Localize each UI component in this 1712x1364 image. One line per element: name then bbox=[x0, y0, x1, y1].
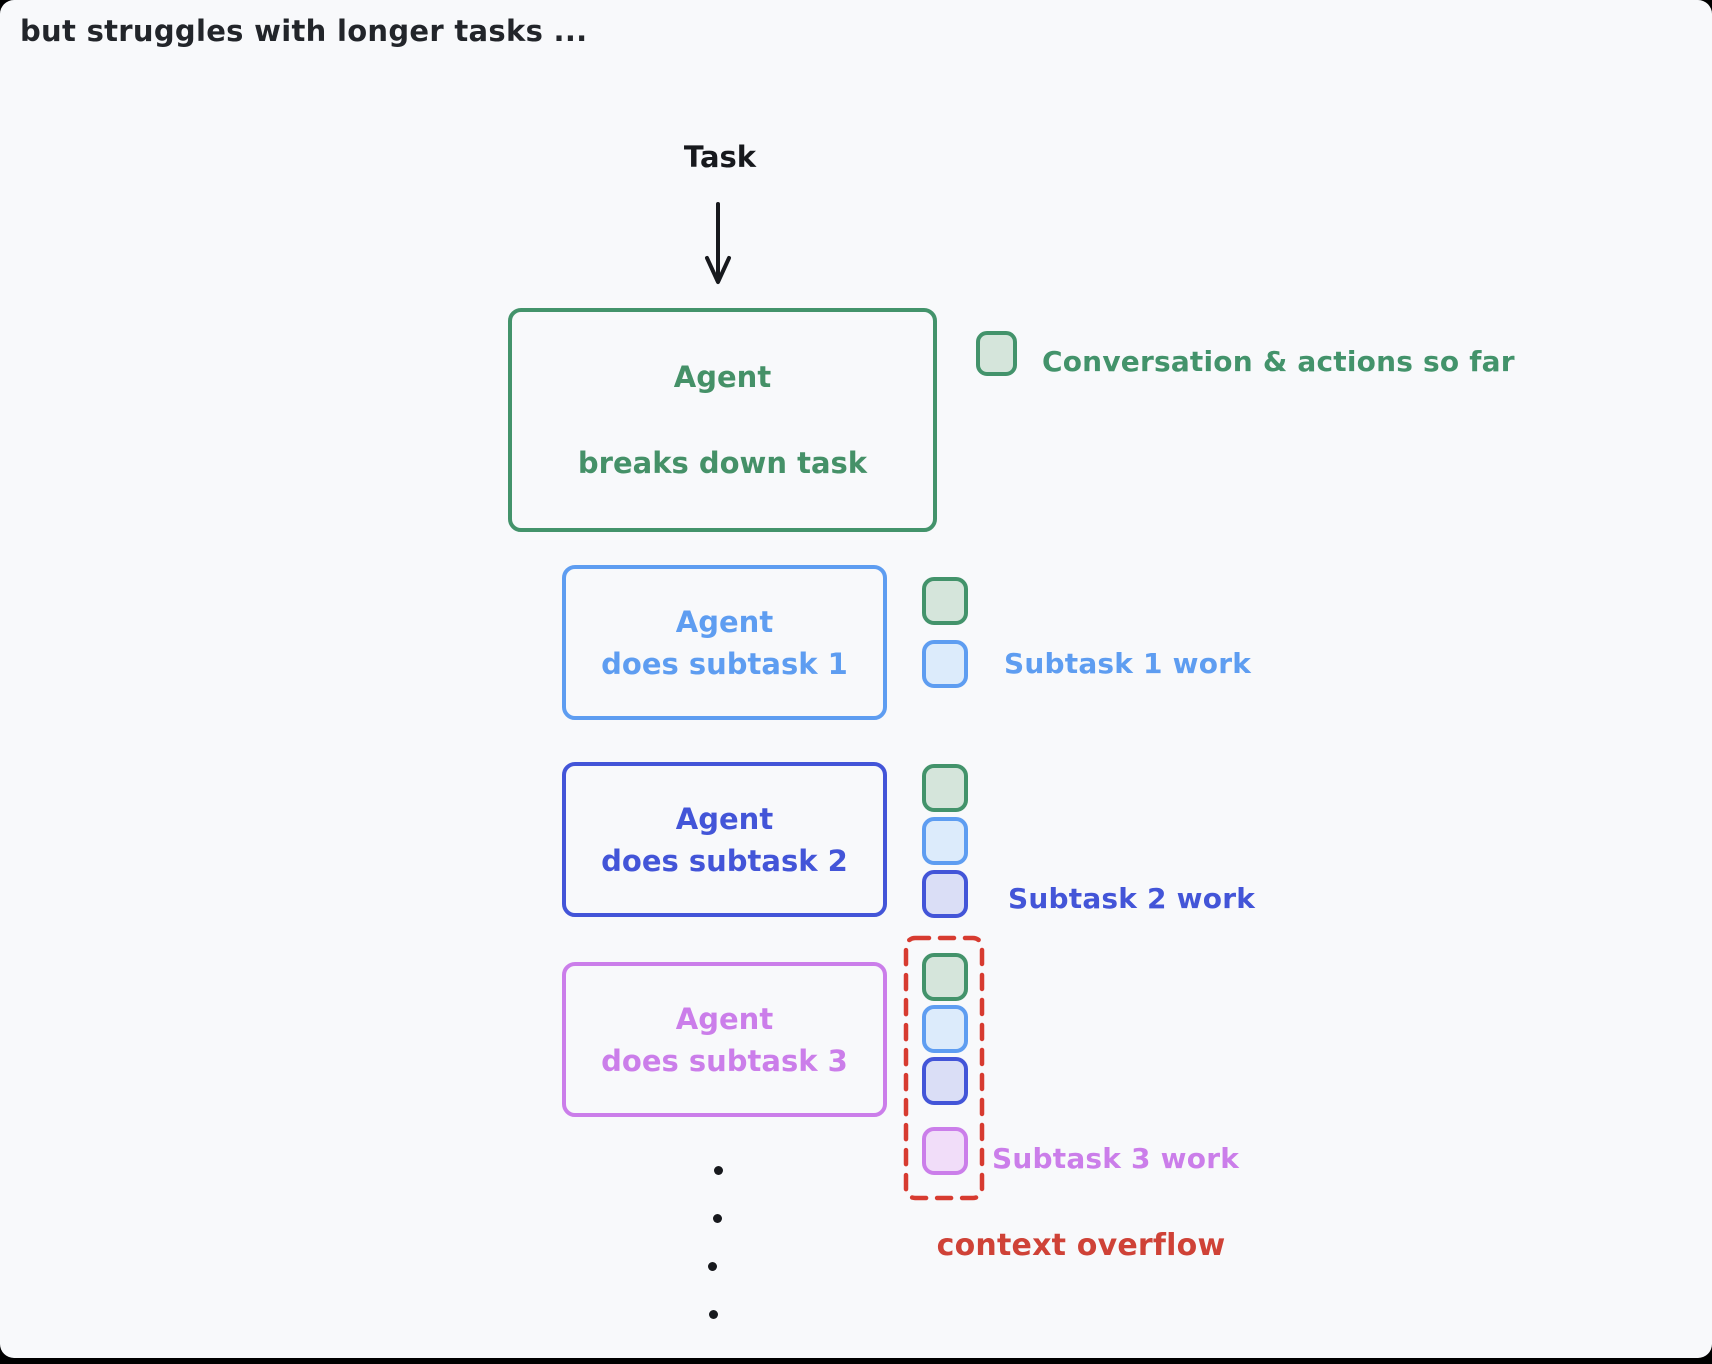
context-overflow-dashed-box bbox=[903, 935, 985, 1201]
subtask2-work-label: Subtask 2 work bbox=[1008, 882, 1256, 915]
context-chip-conversation bbox=[922, 953, 968, 1001]
conversation-chip-icon bbox=[976, 331, 1017, 376]
subtask1-agent-line2: does subtask 1 bbox=[601, 646, 848, 681]
planner-agent-title: Agent bbox=[673, 360, 772, 394]
context-chip-conversation bbox=[922, 764, 968, 812]
planner-agent-box: Agent breaks down task bbox=[508, 308, 937, 532]
down-arrow-icon bbox=[705, 202, 731, 284]
subtask1-agent-box: Agent does subtask 1 bbox=[562, 565, 887, 720]
context-chip-subtask1 bbox=[922, 1005, 968, 1053]
subtask3-agent-line1: Agent bbox=[675, 1001, 774, 1036]
subtask2-agent-line2: does subtask 2 bbox=[601, 843, 848, 878]
subtask2-agent-box: Agent does subtask 2 bbox=[562, 762, 887, 917]
subtask1-agent-line1: Agent bbox=[675, 604, 774, 639]
context-chip-subtask1 bbox=[922, 640, 968, 688]
ellipsis-dot bbox=[713, 1214, 722, 1223]
context-chip-subtask3 bbox=[922, 1127, 968, 1175]
ellipsis-dot bbox=[708, 1262, 717, 1271]
context-chip-subtask2 bbox=[922, 870, 968, 918]
context-chip-subtask1 bbox=[922, 817, 968, 865]
planner-agent-subtitle: breaks down task bbox=[577, 446, 868, 480]
subtask3-agent-line2: does subtask 3 bbox=[601, 1043, 848, 1078]
ellipsis-dot bbox=[709, 1310, 718, 1319]
task-label: Task bbox=[683, 140, 757, 174]
context-overflow-label: context overflow bbox=[936, 1228, 1226, 1263]
context-chip-conversation bbox=[922, 577, 968, 625]
context-chip-subtask2 bbox=[922, 1057, 968, 1105]
subtask2-agent-line1: Agent bbox=[675, 801, 774, 836]
subtask1-work-label: Subtask 1 work bbox=[1004, 647, 1252, 680]
subtask3-work-label: Subtask 3 work bbox=[992, 1142, 1240, 1175]
subtask3-agent-box: Agent does subtask 3 bbox=[562, 962, 887, 1117]
ellipsis-dot bbox=[714, 1166, 723, 1175]
legend-label: Conversation & actions so far bbox=[1042, 345, 1515, 378]
page-title: but struggles with longer tasks ... bbox=[20, 14, 588, 48]
